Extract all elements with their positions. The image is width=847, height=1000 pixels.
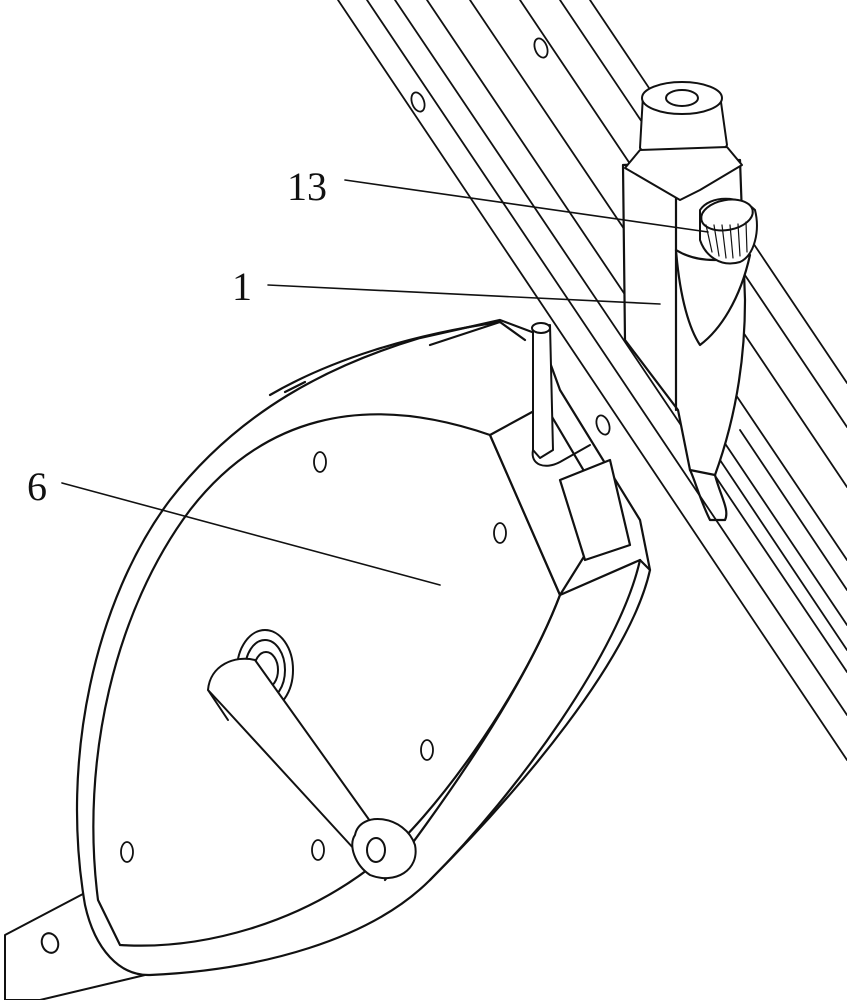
housing-6 [77, 320, 650, 975]
callout-6: 6 [27, 464, 47, 509]
adjustment-knob-13 [699, 196, 757, 264]
callout-13: 13 [287, 164, 327, 209]
callout-1: 1 [232, 264, 252, 309]
leader-1 [268, 285, 660, 304]
